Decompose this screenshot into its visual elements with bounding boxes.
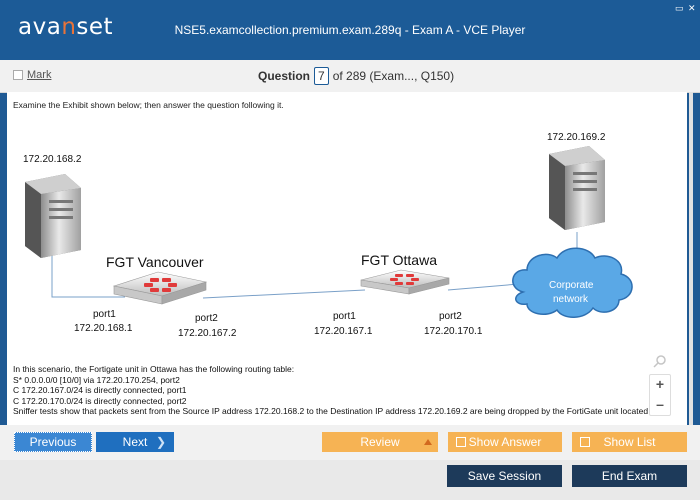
network-diagram xyxy=(25,146,633,318)
cloud-label-line1: Corporate xyxy=(549,280,594,291)
left-server-ip: 172.20.168.2 xyxy=(23,154,82,165)
zoom-in-button[interactable]: + xyxy=(655,376,665,392)
review-label: Review xyxy=(360,435,400,449)
bottom-bar: Save Session End Exam xyxy=(0,460,700,500)
avanset-logo: avanset xyxy=(18,14,114,40)
vancouver-port1-label: port1 xyxy=(93,309,116,320)
content-scrollbar[interactable] xyxy=(689,92,693,425)
question-counter: Question 7 of 289 (Exam..., Q150) xyxy=(258,67,454,85)
window-title: NSE5.examcollection.premium.exam.289q - … xyxy=(174,23,526,37)
zoom-control: + – xyxy=(649,374,671,416)
checkbox-icon xyxy=(456,437,466,447)
previous-label: Previous xyxy=(29,435,77,449)
question-of-text: of 289 (Exam..., Q150) xyxy=(332,69,455,83)
minimize-icon[interactable]: ▭ xyxy=(675,3,684,13)
cloud-label-line2: network xyxy=(553,294,589,305)
question-content: Examine the Exhibit shown below; then an… xyxy=(7,92,687,425)
routing-line: S* 0.0.0.0/0 [10/0] via 172.20.170.254, … xyxy=(13,374,180,385)
mark-label: Mark xyxy=(27,69,52,81)
corporate-network-cloud-icon xyxy=(512,247,633,318)
end-exam-button[interactable]: End Exam xyxy=(572,465,687,487)
question-bar: Mark Question 7 of 289 (Exam..., Q150) xyxy=(0,60,700,93)
fgt-vancouver-label: FGT Vancouver xyxy=(106,254,204,270)
navigation-bar: Previous Next ❯ Review Show Answer Show L… xyxy=(0,425,700,460)
title-bar: avanset NSE5.examcollection.premium.exam… xyxy=(0,0,700,60)
ottawa-port1-ip: 172.20.167.1 xyxy=(314,326,373,337)
routing-line: In this scenario, the Fortigate unit in … xyxy=(13,364,295,374)
checkbox-icon[interactable] xyxy=(13,70,23,80)
routing-line: Sniffer tests show that packets sent fro… xyxy=(13,406,658,416)
vancouver-port2-label: port2 xyxy=(195,313,218,324)
save-session-button[interactable]: Save Session xyxy=(447,465,562,487)
routing-line: C 172.20.167.0/24 is directly connected,… xyxy=(13,385,187,395)
show-list-button[interactable]: Show List xyxy=(572,432,687,452)
fortigate-ottawa-icon xyxy=(360,269,450,295)
right-server-icon xyxy=(549,146,605,230)
question-number-input[interactable]: 7 xyxy=(314,67,329,85)
show-list-label: Show List xyxy=(603,435,656,449)
chevron-right-icon: ❯ xyxy=(155,435,166,449)
ottawa-port1-label: port1 xyxy=(333,311,356,322)
fgt-ottawa-label: FGT Ottawa xyxy=(361,252,437,268)
routing-line: C 172.20.170.0/24 is directly connected,… xyxy=(13,395,187,406)
close-icon[interactable]: ✕ xyxy=(688,3,696,13)
left-server-icon xyxy=(25,174,81,258)
link-fgt-fgt xyxy=(202,289,366,299)
ottawa-port2-ip: 172.20.170.1 xyxy=(424,326,483,337)
right-server-ip: 172.20.169.2 xyxy=(547,132,606,143)
zoom-out-button[interactable]: – xyxy=(656,396,664,412)
routing-table-text: In this scenario, the Fortigate unit in … xyxy=(13,364,657,417)
ottawa-port2-label: port2 xyxy=(439,311,462,322)
checkbox-icon xyxy=(580,437,590,447)
link-left-server xyxy=(51,244,125,298)
triangle-up-icon xyxy=(424,439,432,445)
link-ottawa-cloud xyxy=(447,283,520,291)
vancouver-port2-ip: 172.20.167.2 xyxy=(178,328,237,339)
next-label: Next xyxy=(122,435,148,449)
magnifier-icon[interactable] xyxy=(653,354,667,368)
question-label: Question xyxy=(258,69,311,83)
show-answer-label: Show Answer xyxy=(468,435,542,449)
show-answer-button[interactable]: Show Answer xyxy=(448,432,562,452)
mark-checkbox[interactable]: Mark xyxy=(13,69,51,81)
question-intro: Examine the Exhibit shown below; then an… xyxy=(13,100,284,110)
fortigate-vancouver-icon xyxy=(112,271,208,305)
next-button[interactable]: Next ❯ xyxy=(96,432,174,452)
previous-button[interactable]: Previous xyxy=(14,432,92,452)
review-button[interactable]: Review xyxy=(322,432,438,452)
vancouver-port1-ip: 172.20.168.1 xyxy=(74,323,133,334)
